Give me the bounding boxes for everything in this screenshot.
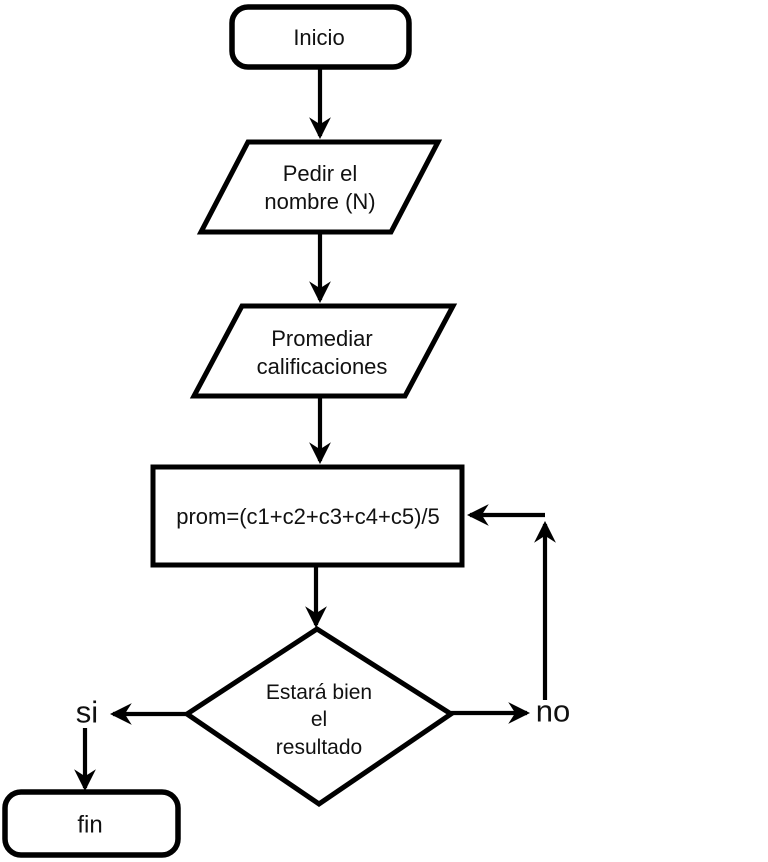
decision-node-label: Estará bien el resultado (265, 681, 373, 759)
decision-node-shape (182, 626, 456, 808)
input-node-shape (196, 139, 443, 235)
edge-label-no: no (535, 693, 571, 729)
input-node-label: Pedir el nombre (N) (264, 160, 376, 214)
formula-node-label: prom=(c1+c2+c3+c4+c5)/5 (176, 503, 440, 529)
end-node-shape (2, 789, 181, 858)
edge-label-yes: si (75, 694, 99, 730)
end-node-label: fin (77, 811, 103, 839)
average-node-shape (189, 303, 458, 399)
average-node-label: Promediar calificaciones (256, 325, 388, 379)
formula-node-shape (150, 464, 465, 568)
start-node-label: Inicio (293, 24, 345, 50)
